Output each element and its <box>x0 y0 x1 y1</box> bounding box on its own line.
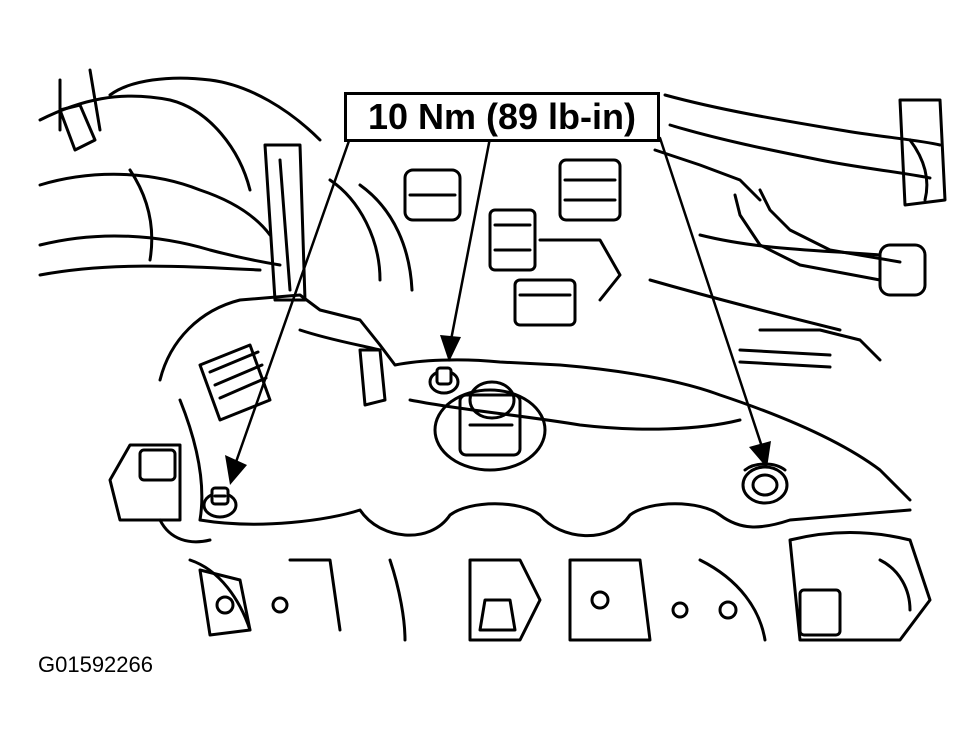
center-stud <box>430 368 458 393</box>
upper-right-tubes <box>650 95 945 367</box>
left-bolt <box>204 488 236 517</box>
leader-lines <box>236 138 762 462</box>
cover-plate <box>160 295 910 536</box>
leader-line-right <box>660 138 762 447</box>
right-bolt <box>743 464 787 503</box>
arrowhead-right <box>749 441 771 468</box>
arrowhead-left <box>225 455 247 485</box>
torque-spec-callout: 10 Nm (89 lb-in) <box>344 92 660 142</box>
upper-left-hoses <box>40 70 320 275</box>
center-fitting <box>435 382 545 470</box>
leader-line-center <box>451 138 490 340</box>
lower-block <box>190 533 930 641</box>
arrowhead-center <box>440 335 461 362</box>
upper-center-fittings <box>265 145 620 325</box>
leader-line-left <box>236 138 350 462</box>
figure-id: G01592266 <box>38 652 153 677</box>
left-plug <box>110 345 270 542</box>
